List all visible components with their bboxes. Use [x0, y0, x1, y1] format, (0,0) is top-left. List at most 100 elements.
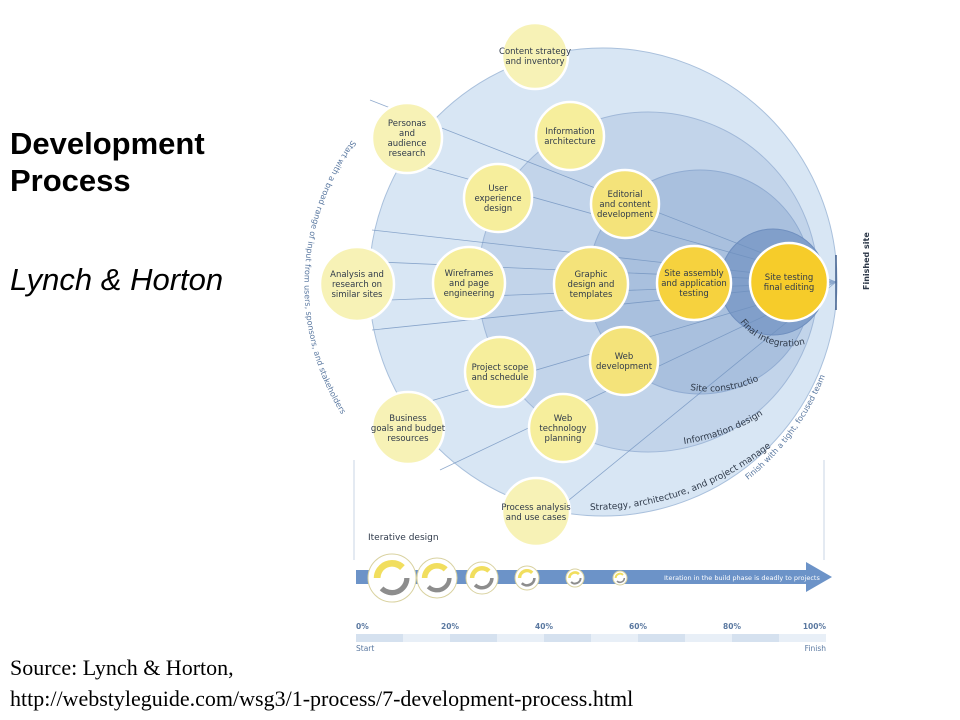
node-label-line: and page	[449, 279, 489, 289]
timeline-segment	[356, 634, 403, 642]
node-circle	[431, 245, 507, 321]
node-label-line: experience	[474, 194, 521, 204]
node-circle	[655, 244, 733, 322]
node-label-line: and application	[661, 279, 727, 289]
node-label-line: design	[484, 204, 512, 214]
node-circle	[500, 476, 572, 548]
slide-author: Lynch & Horton	[10, 262, 224, 297]
iteration-cycle-icon	[465, 561, 499, 595]
node-label-line: similar sites	[332, 290, 384, 300]
node-label-line: Process analysis	[501, 503, 571, 513]
timeline-segment	[497, 634, 544, 642]
cycle-arc	[616, 577, 626, 584]
node-label-line: architecture	[544, 137, 595, 147]
node-label-line: technology	[539, 424, 586, 434]
timeline-start-text: Start	[356, 644, 374, 653]
cycle-arc	[520, 577, 536, 587]
timeline-tick-label: 80%	[723, 622, 741, 631]
node-label-line: Web	[554, 414, 573, 424]
iteration-cycle-icon	[367, 553, 417, 603]
node-label-line: research	[389, 149, 426, 159]
node-label-line: and	[399, 129, 415, 139]
timeline-segment	[591, 634, 638, 642]
arrow-label: Iteration in the build phase is deadly t…	[664, 574, 820, 582]
node-label-line: Personas	[388, 119, 427, 129]
source-citation: Source: Lynch & Horton, http://webstyleg…	[10, 652, 633, 714]
timeline-segment	[685, 634, 732, 642]
node-label-line: Information	[545, 127, 594, 137]
timeline-segment	[638, 634, 685, 642]
converging-line	[519, 281, 837, 541]
node-label-line: engineering	[444, 289, 495, 299]
node-circle	[552, 245, 630, 323]
node-label-line: Content strategy	[499, 47, 571, 57]
node-label-line: audience	[388, 139, 427, 149]
timeline-finish-text: Finish	[805, 644, 827, 653]
timeline-segment	[544, 634, 591, 642]
iteration-cycles	[367, 553, 628, 603]
node-label-line: research on	[332, 280, 382, 290]
node-circle	[463, 335, 537, 409]
timeline: 0%20%40%60%80%100%	[356, 622, 826, 642]
node-label-line: design and	[568, 280, 615, 290]
node-label-line: Site testing	[765, 273, 814, 283]
node-label-line: and inventory	[505, 57, 564, 67]
slide-title: Development Process	[10, 125, 205, 199]
node-label-line: goals and budget	[371, 424, 446, 434]
node-label-line: Analysis and	[330, 270, 384, 280]
timeline-segment	[732, 634, 779, 642]
cycle-arc	[614, 572, 624, 579]
node-label-line: Project scope	[472, 363, 529, 373]
cycle-arc	[426, 577, 452, 593]
timeline-start-label: Start	[356, 644, 374, 653]
iterative-design-text: Iterative design	[368, 533, 439, 543]
cycle-arc	[568, 571, 580, 579]
slide-title-line2: Process	[10, 163, 131, 198]
timeline-tick-label: 40%	[535, 622, 553, 631]
node-label-line: Graphic	[574, 270, 607, 280]
node-circle	[589, 168, 661, 240]
source-line-1: Source: Lynch & Horton,	[10, 655, 234, 680]
node-label-line: planning	[545, 434, 582, 444]
finished-site-text: Finished site	[862, 232, 871, 290]
cycle-arc	[473, 577, 494, 590]
timeline-tick-label: 20%	[441, 622, 459, 631]
node-label-line: and schedule	[472, 373, 529, 383]
cycle-arc	[373, 560, 405, 579]
node-label-line: and use cases	[506, 513, 567, 523]
node-label-line: Wireframes	[445, 269, 494, 279]
timeline-finish-label: Finish	[805, 644, 827, 653]
node-circle	[318, 245, 396, 323]
node-circle	[527, 392, 599, 464]
finished-site-label: Finished site	[862, 232, 871, 290]
node-circle	[588, 325, 660, 397]
timeline-segment	[779, 634, 826, 642]
cycle-arc	[570, 577, 582, 585]
arrow-text: Iteration in the build phase is deadly t…	[664, 574, 820, 582]
node-label-line: Site assembly	[664, 269, 723, 279]
node-circle	[534, 100, 606, 172]
progress-arrow	[356, 562, 832, 592]
node-label-line: Web	[615, 352, 634, 362]
source-url[interactable]: http://webstyleguide.com/wsg3/1-process/…	[10, 686, 634, 711]
timeline-tick-label: 100%	[803, 622, 827, 631]
node-label-line: Business	[389, 414, 427, 424]
timeline-tick-label: 0%	[356, 622, 369, 631]
iterative-design-label: Iterative design	[368, 533, 439, 543]
iteration-cycle-icon	[565, 568, 585, 588]
node-circle	[748, 241, 830, 323]
node-circle	[500, 21, 570, 91]
slide-title-line1: Development	[10, 126, 205, 161]
